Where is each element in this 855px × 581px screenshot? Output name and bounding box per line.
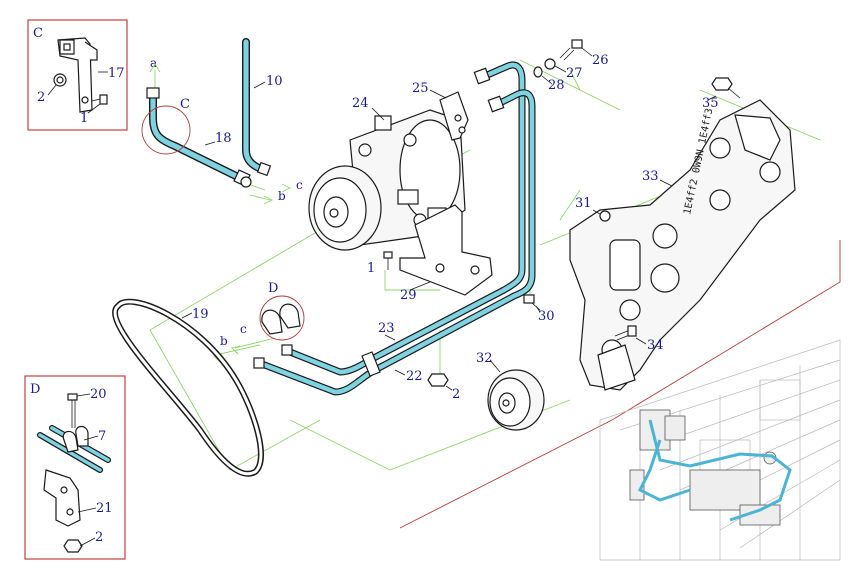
nut-2: [427, 373, 449, 387]
arrow-c-upper-label: c: [296, 178, 303, 192]
detail-d-title: D: [30, 382, 40, 397]
bolt-34: [614, 325, 637, 341]
mounting-bracket: 1E4ff2 0W9N 1E4ff3: [569, 99, 796, 391]
washer-28: [533, 66, 543, 78]
label-26: 26: [592, 53, 609, 68]
detail-d-label-7: 7: [98, 429, 106, 444]
label-33: 33: [642, 169, 659, 184]
detail-c-marker: [141, 105, 191, 155]
label-10: 10: [266, 74, 283, 89]
label-23: 23: [378, 321, 395, 336]
detail-c-title: C: [33, 26, 43, 41]
detail-c-label-2: 2: [37, 90, 45, 105]
detail-c-label-17: 17: [108, 66, 125, 81]
detail-box-c: C 17 2 1: [27, 19, 128, 131]
label-1: 1: [367, 261, 375, 276]
bolt-35: [711, 77, 741, 99]
hose-22: [253, 89, 536, 396]
label-31: 31: [575, 196, 592, 211]
label-34: 34: [647, 338, 664, 353]
hose-clamp-mid: [361, 351, 381, 377]
hose-18: [146, 87, 252, 188]
arrow-a-label: a: [150, 56, 157, 70]
hose-10: [242, 38, 272, 177]
label-29: 29: [400, 288, 417, 303]
compressor-bracket: [399, 204, 493, 296]
label-32: 32: [476, 351, 493, 366]
arrow-b-lower-label: b: [220, 334, 228, 348]
callout-c-detail: C: [180, 97, 190, 112]
bolt-26: [559, 39, 583, 61]
label-2: 2: [452, 387, 460, 402]
label-24: 24: [352, 96, 369, 111]
arrow-c-lower-label: c: [240, 322, 247, 336]
detail-d-label-21: 21: [96, 501, 113, 516]
label-18: 18: [215, 131, 232, 146]
nut-31: [599, 210, 611, 222]
hose-clamp: [439, 91, 469, 141]
detail-d-marker: [259, 295, 305, 341]
label-30: 30: [538, 309, 555, 324]
label-28: 28: [548, 78, 565, 93]
vehicle-inset: [399, 240, 841, 561]
arrow-b-upper-label: b: [278, 189, 286, 203]
detail-d-label-2: 2: [95, 530, 103, 545]
label-22: 22: [406, 369, 423, 384]
callout-d-detail: D: [268, 281, 278, 296]
washer-27: [544, 58, 556, 70]
label-35: 35: [702, 96, 719, 111]
label-19: 19: [192, 307, 209, 322]
detail-d-label-20: 20: [90, 387, 107, 402]
label-25: 25: [412, 81, 429, 96]
idler-pulley: [487, 369, 545, 431]
detail-box-d: D 20 7 21 2: [24, 375, 126, 560]
drive-belt: [112, 298, 264, 477]
hose-23: [281, 61, 526, 376]
hose-clip-d: [261, 303, 301, 335]
detail-c-label-1: 1: [80, 111, 88, 126]
label-27: 27: [566, 66, 583, 81]
